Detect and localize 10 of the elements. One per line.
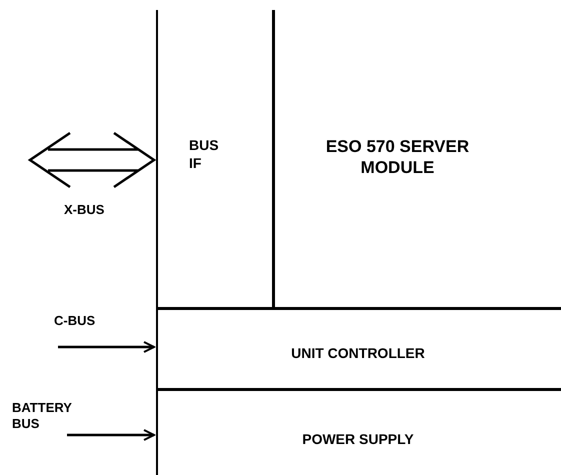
interface-column [156, 10, 275, 307]
arrow [67, 429, 155, 441]
block-label: ESO 570 SERVER MODULE [324, 136, 470, 178]
block-label: POWER SUPPLY [301, 430, 415, 448]
power-band [156, 388, 561, 475]
arrow [58, 341, 155, 353]
block-label: UNIT CONTROLLER [290, 344, 426, 362]
block-label: BUS IF [189, 136, 220, 172]
controller-band [156, 307, 561, 388]
double-arrow [28, 132, 156, 188]
